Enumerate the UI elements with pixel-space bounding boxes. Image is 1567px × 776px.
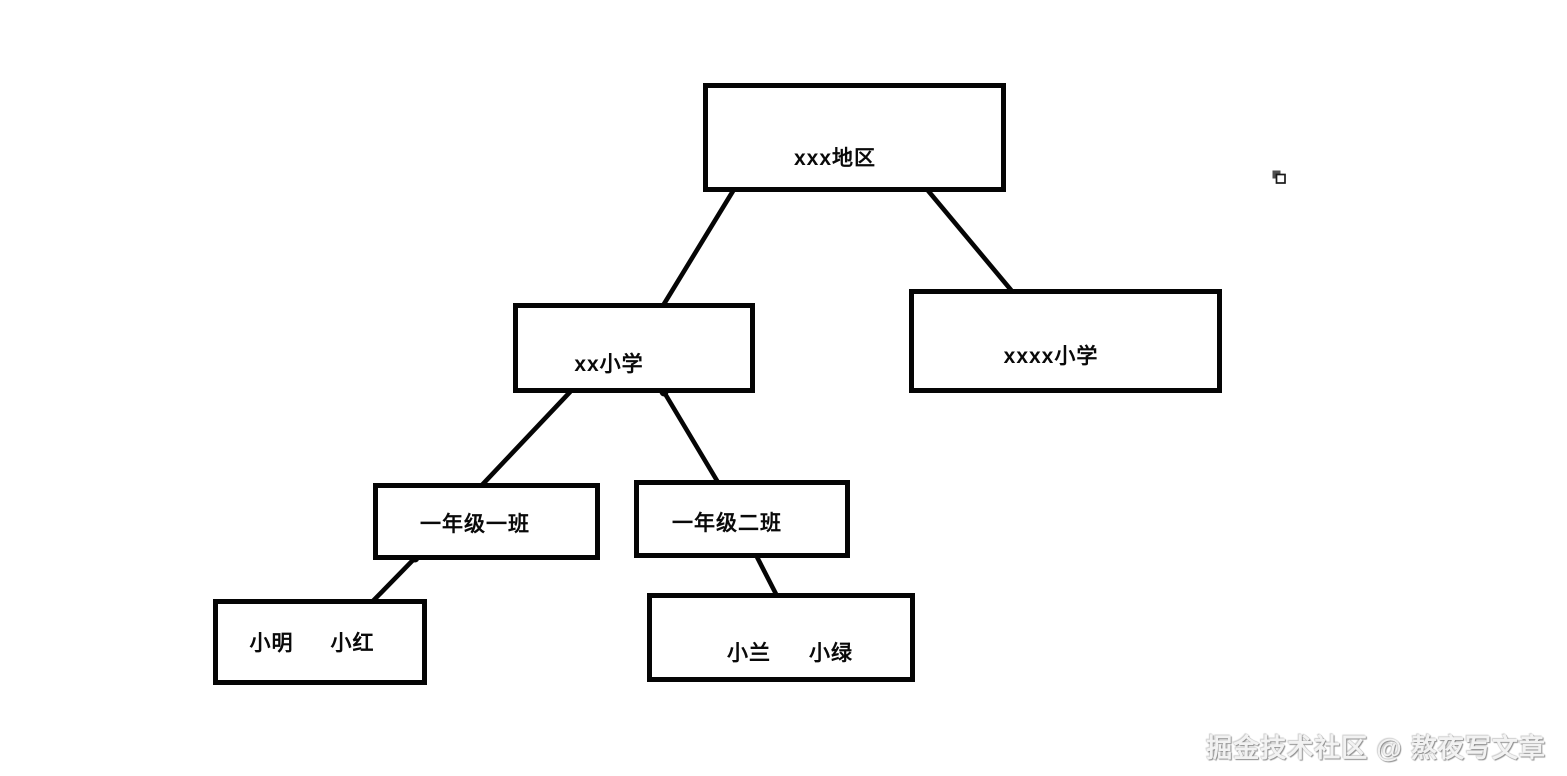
node-class-one: 一年级一班 <box>373 483 600 560</box>
edge-region-to-school-left <box>661 188 736 307</box>
edge-class-one-to-students <box>368 555 418 606</box>
node-school-left-label: xx小学 <box>574 353 644 376</box>
watermark-text: 掘金技术社区 @ 熬夜写文章 <box>1206 733 1546 763</box>
node-school-right-label: xxxx小学 <box>1003 345 1099 368</box>
node-students-two: 小兰 小绿 <box>647 593 915 682</box>
node-school-left: xx小学 <box>513 303 755 393</box>
copy-cursor-icon <box>1272 170 1286 184</box>
node-region-label: xxx地区 <box>793 147 877 170</box>
student-name: 小明 <box>249 632 294 655</box>
node-class-two-label: 一年级二班 <box>672 512 782 535</box>
node-class-two: 一年级二班 <box>634 480 850 558</box>
edge-school-to-class-one <box>479 389 573 488</box>
student-name: 小红 <box>330 632 375 655</box>
student-name: 小绿 <box>809 642 853 665</box>
student-name: 小兰 <box>727 642 771 665</box>
edge-region-to-school-right <box>922 184 1014 293</box>
node-class-one-label: 一年级一班 <box>420 513 530 536</box>
node-school-right: xxxx小学 <box>909 289 1222 393</box>
node-region: xxx地区 <box>703 83 1006 192</box>
edge-class-two-to-students <box>754 554 779 597</box>
node-students-one: 小明 小红 <box>213 599 427 685</box>
edge-school-to-class-two <box>661 389 722 487</box>
